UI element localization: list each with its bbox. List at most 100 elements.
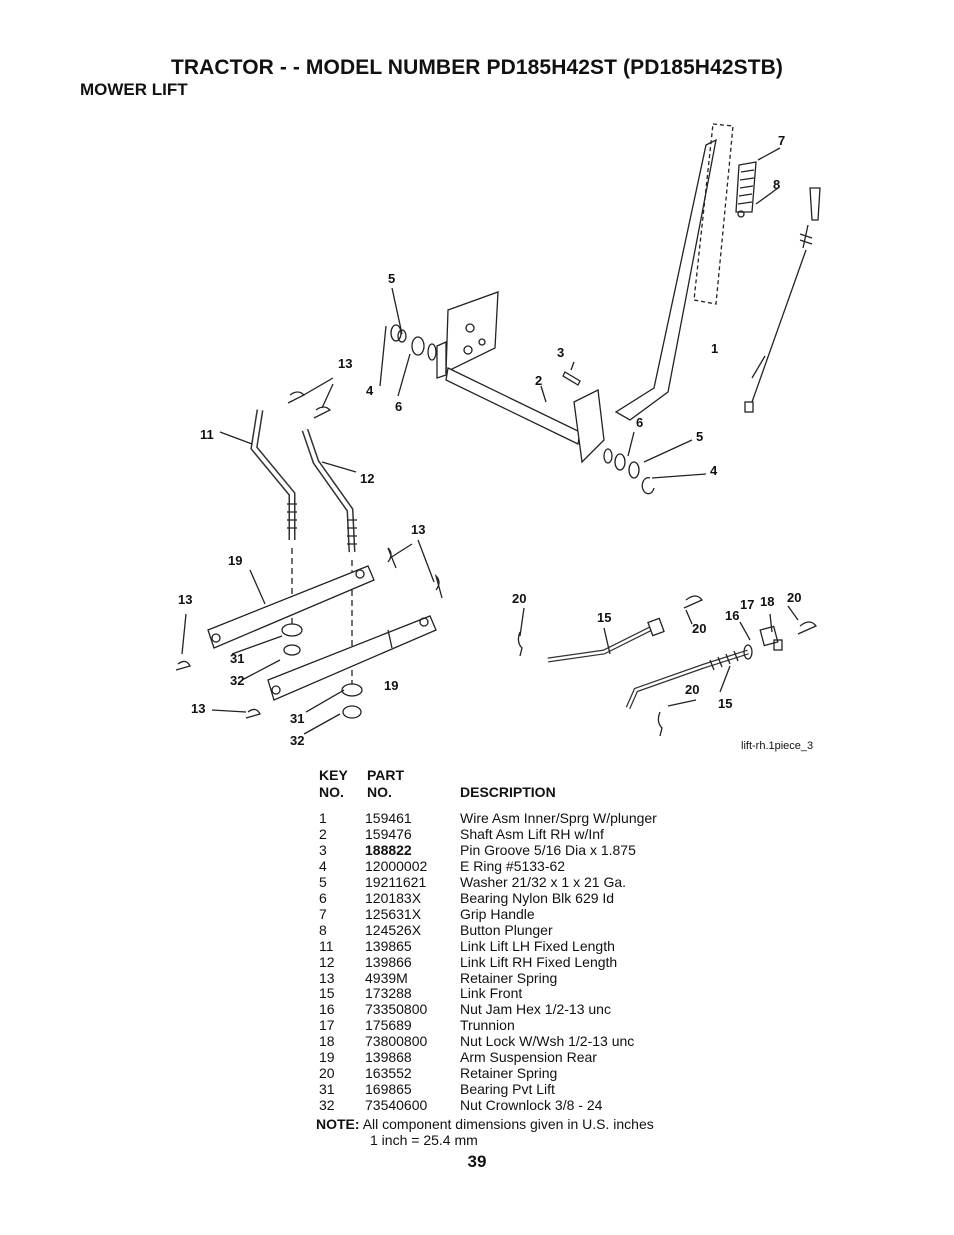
part-no: 12000002 [365, 857, 428, 874]
key-no: 16 [319, 1001, 335, 1018]
header-key-line2: NO. [319, 784, 344, 800]
callout: 20 [685, 682, 699, 697]
callout: 31 [290, 711, 304, 726]
callout: 19 [228, 553, 242, 568]
callout: 31 [230, 651, 244, 666]
key-no: 17 [319, 1017, 335, 1034]
key-no: 15 [319, 985, 335, 1002]
callout: 18 [760, 594, 774, 609]
part-description: Link Lift RH Fixed Length [460, 953, 618, 970]
key-no: 20 [319, 1065, 335, 1082]
key-no: 8 [319, 921, 327, 938]
key-no: 11 [319, 937, 334, 954]
lift-lever [614, 138, 717, 421]
part-description: Grip Handle [460, 905, 535, 922]
part-description: E Ring #5133-62 [460, 857, 566, 874]
section-title: MOWER LIFT [80, 80, 188, 99]
callout: 20 [692, 621, 706, 636]
note: NOTE: All component dimensions given in … [316, 1116, 654, 1148]
callout: 13 [338, 356, 352, 371]
key-no: 31 [319, 1081, 335, 1098]
part-no: 124526X [365, 921, 422, 938]
page-title: TRACTOR - - MODEL NUMBER PD185H42ST (PD1… [170, 56, 784, 79]
callout: 5 [696, 429, 703, 444]
mower-lift-diagram: 7 8 5 1 3 13 4 6 2 11 12 6 5 4 13 19 13 … [175, 123, 821, 748]
part-no: 175689 [365, 1017, 412, 1034]
part-description: Nut Lock W/Wsh 1/2-13 unc [460, 1033, 635, 1050]
part-description: Button Plunger [460, 921, 553, 938]
link-front-upper [547, 625, 654, 663]
part-no: 4939M [365, 969, 408, 986]
callout: 20 [787, 590, 801, 605]
callout: 3 [557, 345, 564, 360]
part-no: 173288 [365, 985, 412, 1002]
part-no: 120183X [365, 889, 422, 906]
part-no: 125631X [365, 905, 422, 922]
key-no: 5 [319, 873, 327, 890]
callout: 15 [718, 696, 732, 711]
callout: 6 [636, 415, 643, 430]
page-number: 39 [467, 1152, 487, 1171]
part-no: 159461 [365, 810, 412, 826]
arm-suspension-lower [267, 615, 437, 701]
callout: 11 [200, 427, 214, 442]
part-description: Nut Jam Hex 1/2-13 unc [460, 1001, 611, 1018]
part-description: Nut Crownlock 3/8 - 24 [460, 1097, 603, 1114]
part-description: Trunnion [460, 1017, 515, 1034]
part-description: Washer 21/32 x 1 x 21 Ga. [460, 873, 627, 890]
part-description: Wire Asm Inner/Sprg W/plunger [460, 810, 657, 826]
key-no: 19 [319, 1049, 335, 1066]
key-no: 18 [319, 1033, 335, 1050]
callout: 1 [711, 341, 718, 356]
callout: 15 [597, 610, 611, 625]
arm-suspension-upper [207, 565, 375, 649]
callout: 2 [535, 373, 542, 388]
note-line1: All component dimensions given in U.S. i… [362, 1116, 654, 1132]
key-no: 3 [319, 841, 327, 858]
note-line2: 1 inch = 25.4 mm [370, 1132, 478, 1148]
part-no: 163552 [365, 1065, 412, 1082]
callout: 20 [512, 591, 526, 606]
lift-shaft [445, 367, 581, 445]
callout: 12 [360, 471, 374, 486]
key-no: 4 [319, 857, 327, 874]
header-part-line1: PART [367, 767, 405, 783]
part-no: 188822 [365, 841, 412, 858]
key-no: 6 [319, 889, 327, 906]
callout: 5 [388, 271, 395, 286]
part-description: Retainer Spring [460, 969, 558, 986]
part-no: 139868 [365, 1049, 412, 1066]
callout: 13 [178, 592, 192, 607]
part-description: Link Lift LH Fixed Length [460, 937, 615, 954]
figure-id: lift-rh.1piece_3 [741, 740, 814, 752]
callout: 17 [740, 597, 754, 612]
part-description: Arm Suspension Rear [460, 1049, 597, 1066]
callout: 16 [725, 608, 739, 623]
part-no: 169865 [365, 1081, 412, 1098]
part-description: Link Front [460, 985, 523, 1002]
callout: 32 [230, 673, 244, 688]
part-no: 159476 [365, 825, 412, 842]
part-description: Bearing Nylon Blk 629 Id [460, 889, 615, 906]
key-no: 2 [319, 825, 327, 842]
callout: 19 [384, 678, 398, 693]
key-no: 1 [319, 810, 327, 826]
header-part-line2: NO. [367, 784, 392, 800]
part-description: Retainer Spring [460, 1065, 558, 1082]
header-key-line1: KEY [319, 767, 348, 783]
callout: 13 [191, 701, 205, 716]
part-description: Bearing Pvt Lift [460, 1081, 555, 1098]
part-no: 139866 [365, 953, 412, 970]
part-no: 73350800 [365, 1001, 428, 1018]
callout: 7 [778, 133, 785, 148]
key-no: 7 [319, 905, 327, 922]
callout: 32 [290, 733, 304, 748]
part-no: 139865 [365, 937, 412, 954]
callout: 4 [366, 383, 374, 398]
part-description: Pin Groove 5/16 Dia x 1.875 [460, 841, 636, 858]
callout: 8 [773, 177, 780, 192]
note-label: NOTE: [316, 1116, 360, 1132]
header-description: DESCRIPTION [460, 784, 556, 800]
callout: 13 [411, 522, 425, 537]
key-no: 12 [319, 953, 335, 970]
